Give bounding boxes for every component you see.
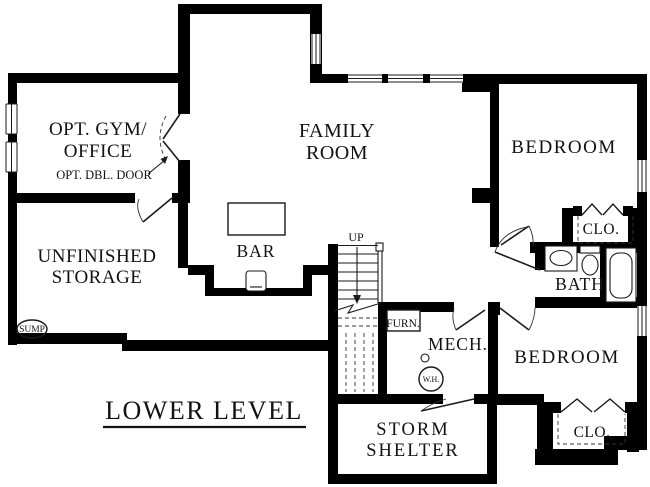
door-storage [137, 197, 173, 223]
door-mech [452, 308, 486, 331]
vanity-sink [544, 245, 578, 272]
window-gym-left-lower [5, 141, 18, 173]
window-family-top-3 [430, 74, 463, 83]
bar-sink [245, 270, 267, 292]
fixtures [16, 156, 637, 392]
window-bedroom-bottom-right [637, 306, 647, 336]
bathtub [605, 247, 637, 303]
doors [137, 113, 634, 445]
label-bedroom-bottom: BEDROOM [514, 347, 620, 368]
door-opt-double [159, 113, 181, 163]
label-storage-line2: STORAGE [52, 267, 143, 288]
sump-pump [16, 319, 48, 339]
labels: OPT. GYM/ OFFICE OPT. DBL. DOOR FAMILY R… [19, 119, 620, 461]
water-heater-circle [418, 366, 444, 392]
plan-title: LOWER LEVEL [103, 396, 306, 429]
label-storm-line2: SHELTER [366, 441, 460, 461]
stair-break-line [333, 302, 382, 314]
label-storm-line1: STORM [376, 420, 449, 440]
newel-post [375, 242, 384, 252]
label-bar: BAR [237, 241, 276, 261]
opt-dbl-door-arrow [147, 156, 168, 175]
label-family-room-line2: ROOM [306, 142, 368, 164]
door-bath [494, 226, 541, 271]
label-closet-top: CLO. [583, 221, 620, 238]
window-family-top-2 [388, 74, 423, 83]
label-opt-dbl-door: OPT. DBL. DOOR [56, 168, 152, 182]
stairs-direction-arrow [353, 247, 361, 304]
label-up: UP [348, 230, 364, 244]
label-closet-bottom: CLO. [574, 424, 611, 441]
stairs-under-dashed [338, 317, 378, 392]
floor-drain [420, 353, 430, 363]
label-water-heater: W.H. [423, 375, 440, 384]
bar-counter [227, 202, 286, 236]
plan-title-text: LOWER LEVEL [105, 396, 303, 425]
label-bedroom-top: BEDROOM [511, 137, 617, 158]
walls [8, 4, 647, 484]
window-family-top-1 [348, 74, 382, 83]
label-gym-office-line1: OPT. GYM/ [49, 119, 147, 140]
bifold-closet-top [581, 202, 624, 216]
label-storage-line1: UNFINISHED [38, 246, 157, 267]
label-sump: SUMP [19, 325, 45, 335]
label-mech: MECH. [428, 334, 488, 354]
label-bath: BATH [555, 274, 605, 294]
label-gym-office-line2: OFFICE [64, 141, 132, 162]
bifold-closet-bottom [560, 398, 626, 413]
closet-bottom-rod [557, 414, 626, 445]
door-bedroom-top [500, 225, 534, 247]
toilet [579, 245, 601, 276]
furnace-box [386, 309, 421, 332]
door-bedroom-bottom [499, 307, 536, 331]
window-family-upper-right [311, 34, 321, 64]
window-bedroom-top-right [637, 160, 647, 192]
window-gym-left-upper [5, 103, 18, 135]
windows [5, 34, 647, 336]
label-furnace: FURN. [386, 318, 420, 330]
stairs [333, 242, 384, 392]
label-family-room-line1: FAMILY [299, 120, 375, 142]
door-storm-shelter [420, 398, 475, 412]
